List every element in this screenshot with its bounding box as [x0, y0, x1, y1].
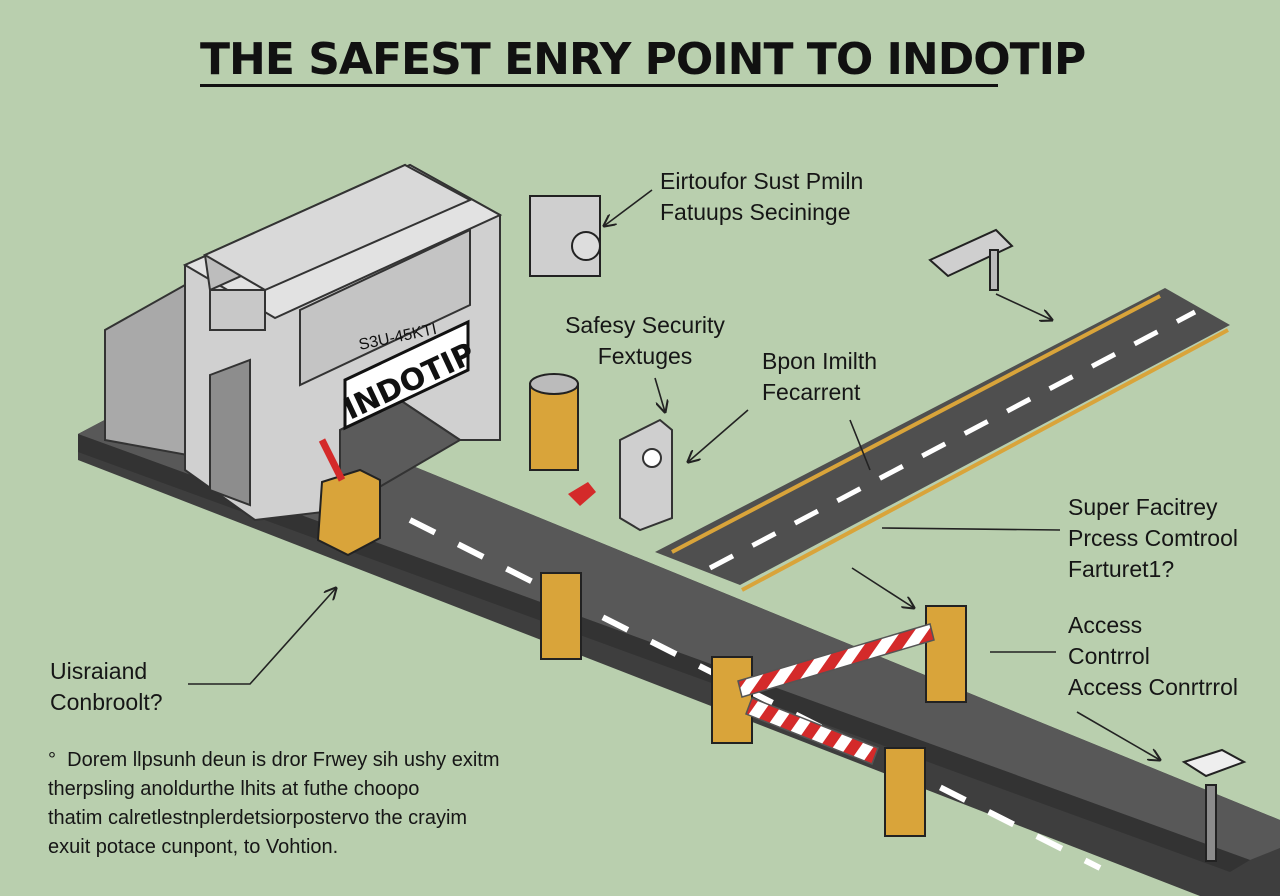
super-callout-line-2: Prcess Comtrool [1068, 525, 1238, 551]
safety-callout-label: Safesy Security Fextuges [560, 310, 730, 372]
access-callout-line-1: Access [1068, 612, 1143, 638]
bollard-pillar [529, 373, 579, 471]
super-callout-line-3: Farturet1? [1068, 556, 1175, 582]
uisraiand-callout-label: Uisraiand Conbroolt? [50, 656, 163, 718]
gate-post-left [316, 438, 381, 557]
security-kiosk [619, 418, 673, 532]
uisraiand-callout-line-1: Uisraiand [50, 658, 148, 684]
description-paragraph: ° Dorem llpsunh deun is dror Frwey sih u… [48, 746, 608, 862]
uisraiand-callout-line-2: Conbroolt? [50, 689, 163, 715]
paragraph-line-1: ° Dorem llpsunh deun is dror Frwey sih u… [48, 749, 500, 771]
leader-lines [188, 189, 1160, 760]
bollard-3 [925, 605, 967, 703]
direction-arrow-icon [568, 482, 596, 506]
camera-callout-line-2: Fatuups Secininge [660, 199, 851, 225]
boom-barrier-bottom [745, 697, 879, 765]
bpon-callout-label: Bpon Imilth Fecarrent [762, 346, 877, 408]
boom-barrier-top [737, 623, 935, 698]
bollard-1 [540, 572, 582, 660]
safety-callout-line-2: Fextuges [597, 343, 693, 369]
security-camera-icon [529, 195, 601, 277]
center-dash-line [408, 517, 1102, 871]
light-pole-icon [1181, 748, 1247, 862]
access-callout-line-3: Access Conrtrrol [1068, 674, 1238, 700]
super-callout-line-1: Super Facitrey [1068, 494, 1218, 520]
super-callout-label: Super Facitrey Prcess Comtrool Farturet1… [1068, 492, 1238, 585]
camera-callout-line-1: Eirtoufor Sust Pmiln [660, 168, 864, 194]
bullet-glyph: ° [48, 749, 56, 771]
lane-divider-line [708, 309, 1197, 571]
paragraph-line-2: therpsling anoldurthe lhits at futhe cho… [48, 778, 420, 800]
bollard-2 [711, 656, 753, 744]
lane-edge-line [671, 294, 1161, 554]
bollard-4 [884, 747, 926, 837]
title-underline [200, 84, 998, 87]
lane-edge-line [741, 328, 1229, 592]
safety-callout-line-1: Safesy Security [565, 312, 725, 338]
access-callout-line-2: Contrrol [1068, 643, 1150, 669]
diagram-title: THE SAFEST ENRY POINT TO INDOTIP [200, 34, 1086, 85]
paragraph-line-4: exuit potace cunpont, to Vohtion. [48, 836, 339, 858]
access-callout-label: Access Contrrol Access Conrtrrol [1068, 610, 1238, 703]
side-road [655, 288, 1230, 592]
guard-building [104, 163, 503, 522]
security-camera-icon [928, 228, 1014, 291]
camera-callout-label: Eirtoufor Sust Pmiln Fatuups Secininge [660, 166, 863, 228]
bpon-callout-line-2: Fecarrent [762, 379, 861, 405]
bpon-callout-line-1: Bpon Imilth [762, 348, 878, 374]
paragraph-line-3: thatim calretlestnplerdetsiorpostervo th… [48, 807, 468, 829]
